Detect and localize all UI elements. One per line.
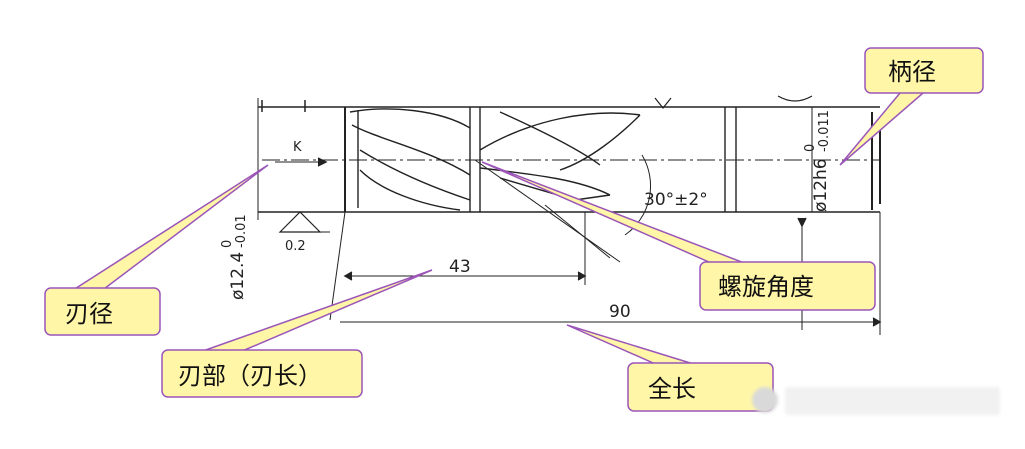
- flute-curve-5: [479, 112, 641, 151]
- shank-tolerance-upper: 0: [803, 144, 818, 152]
- callout-box-shank: [864, 47, 984, 94]
- flute-curve-9: [499, 111, 601, 166]
- flute-curve-4: [359, 169, 461, 211]
- shank-diameter-label: ø12h6 0 -0.011: [803, 110, 832, 212]
- v-mark-top: [654, 97, 672, 109]
- edge-tolerance-upper: 0: [220, 240, 235, 248]
- roughness-mark-top: [777, 95, 813, 102]
- helix-reference-line: [474, 159, 621, 263]
- overall-length-value: 90: [609, 302, 631, 322]
- flute-curve-8: [559, 114, 641, 171]
- flute-length-value: 43: [449, 257, 471, 277]
- flute-ext-left: [329, 211, 346, 321]
- callout-overall-length: 全长: [648, 375, 696, 403]
- callout-shank-diameter: 柄径: [888, 58, 936, 86]
- edge-diameter-label: ø12.4 0 -0.01: [220, 214, 249, 300]
- callout-helix-angle: 螺旋角度: [718, 273, 814, 301]
- arrow-head-2: [577, 271, 587, 281]
- view-arrow-head: [317, 157, 328, 167]
- watermark-logo-icon: [752, 387, 778, 413]
- callout-box-flute: [161, 349, 363, 398]
- watermark: [785, 387, 1000, 415]
- shank-diameter-value: ø12h6: [811, 158, 831, 212]
- flute-curve-3: [359, 149, 471, 201]
- callout-edge-diameter: 刃径: [65, 300, 113, 328]
- helix-angle-value: 30°±2°: [644, 190, 708, 210]
- arrow-head-1: [343, 271, 353, 281]
- shank-tolerance-lower: -0.011: [817, 110, 832, 152]
- edge-tolerance-lower: -0.01: [234, 214, 249, 248]
- edge-diameter-value: ø12.4: [228, 252, 248, 300]
- arrow-head-3: [872, 317, 882, 327]
- view-label: K: [293, 140, 302, 155]
- flute-curve-2: [351, 124, 471, 176]
- roughness-value: 0.2: [285, 239, 306, 254]
- callout-box-helix: [699, 261, 876, 311]
- arrow-head-4: [797, 217, 807, 228]
- callout-box-overall: [627, 362, 774, 412]
- flute-curve-1: [349, 108, 471, 129]
- helix-extension: [544, 204, 611, 259]
- callouts: 柄径 螺旋角度 刃径 刃部（刃长） 全长: [44, 47, 984, 412]
- callout-flute-length: 刃部（刃长）: [178, 362, 322, 390]
- callout-box-edge: [44, 287, 161, 336]
